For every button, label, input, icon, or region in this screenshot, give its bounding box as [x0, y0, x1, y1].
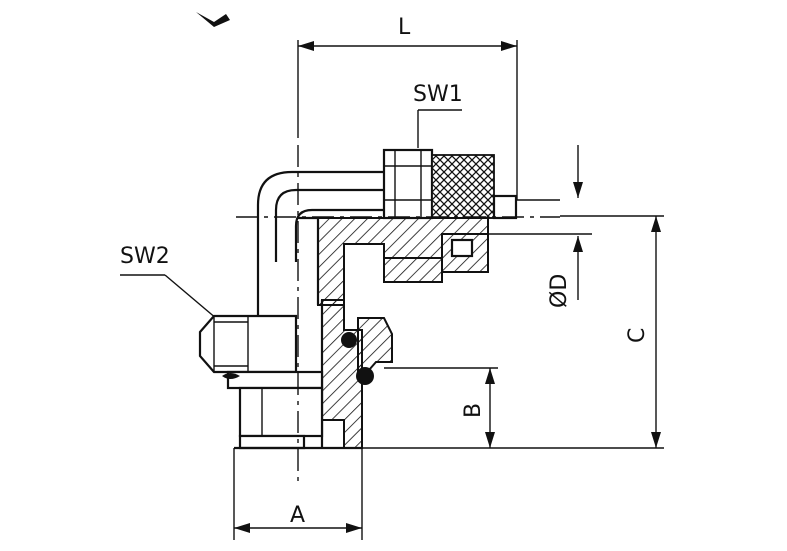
label-od: ØD — [547, 274, 572, 308]
seal-ring — [222, 373, 240, 379]
label-a: A — [290, 503, 305, 528]
vertical-stem — [320, 299, 393, 449]
label-l: L — [398, 15, 411, 40]
label-b: B — [461, 403, 486, 418]
knurled-sleeve — [431, 154, 560, 220]
sectioned-body — [298, 216, 516, 306]
o-ring-lower — [356, 367, 374, 385]
sw2-callout: SW2 — [120, 244, 231, 331]
sw1-callout: SW1 — [413, 82, 463, 148]
o-ring-upper — [341, 332, 357, 348]
dimension-c: C — [362, 215, 664, 449]
label-sw2: SW2 — [120, 244, 170, 269]
dimension-l: L — [297, 15, 518, 200]
corner-mark — [196, 12, 230, 27]
dimension-b: B — [384, 367, 498, 448]
label-c: C — [625, 328, 650, 343]
sw1-hex-nut — [382, 148, 434, 220]
dimension-a: A — [233, 448, 363, 540]
elbow-tube — [256, 170, 384, 318]
label-sw1: SW1 — [413, 82, 463, 107]
sw2-hex-nut — [198, 314, 298, 374]
dimension-od: ØD — [516, 145, 592, 308]
